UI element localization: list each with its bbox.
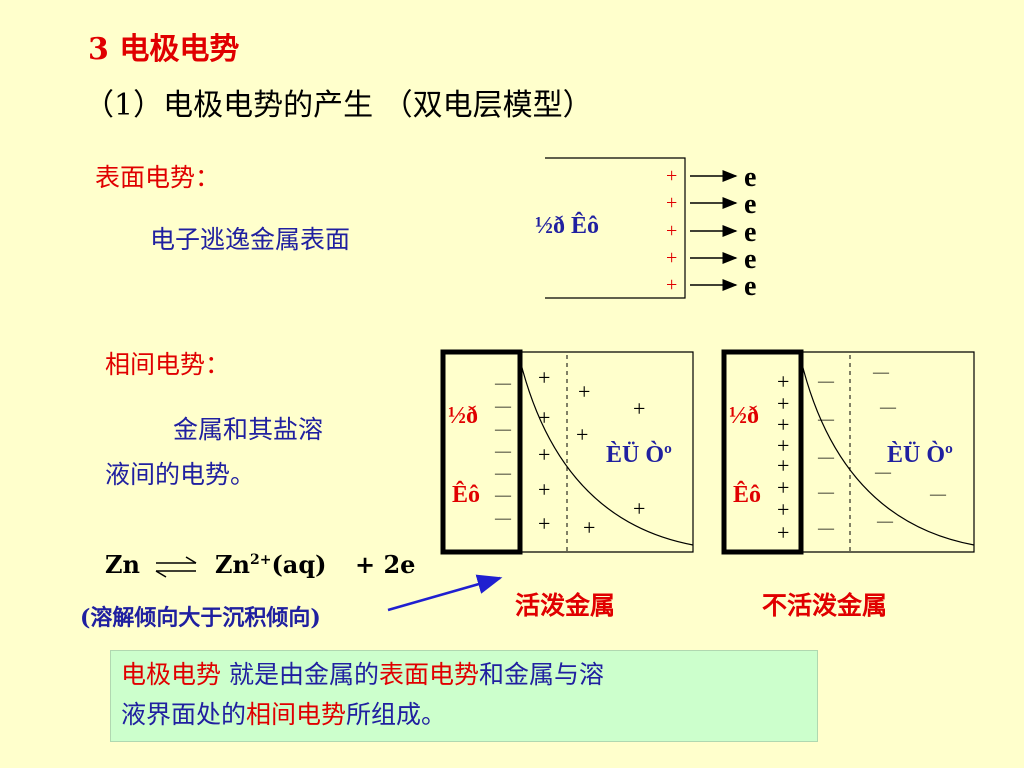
inactive-plus-sign: +	[777, 412, 789, 437]
inactive-minus-sign: —	[929, 486, 947, 503]
active-plus-sign: +	[538, 442, 550, 467]
inactive-plus-sign: +	[777, 475, 789, 500]
active-minus-sign: —	[494, 487, 512, 504]
active-minus-sign: —	[494, 465, 512, 482]
surface-plus-sign: +	[666, 192, 677, 214]
inactive-metal-label-bottom: Êô	[733, 481, 761, 508]
inactive-plus-sign: +	[777, 391, 789, 416]
equation-right: Zn2+(aq)	[215, 550, 327, 579]
active-plus-sign: +	[578, 379, 590, 404]
inactive-minus-sign: —	[817, 484, 835, 501]
surface-plus-sign: +	[666, 274, 677, 296]
surface-potential-desc: 电子逃逸金属表面	[150, 225, 351, 254]
active-solution-label: ÈÜ Òº	[606, 441, 672, 468]
surface-plus-sign: +	[666, 247, 677, 269]
equilibrium-arrow-icon	[155, 556, 197, 578]
page-title: 3 电极电势	[88, 32, 240, 67]
surface-metal-label: ½ð Êô	[535, 212, 599, 239]
equation-left: Zn	[105, 550, 140, 579]
summary-text-3: 液界面处的	[121, 700, 247, 729]
inactive-minus-sign: —	[874, 464, 892, 481]
active-metal-diagram: ½ð Êô ÈÜ Òº — — — — — — — + + + + + + + + + +	[440, 349, 694, 555]
active-plus-sign: +	[583, 515, 595, 540]
active-plus-sign: +	[538, 477, 550, 502]
summary-text-1: 就是由金属的	[221, 660, 379, 689]
inactive-minus-sign: —	[817, 373, 835, 390]
surface-plus-sign: +	[666, 220, 677, 242]
inactive-plus-sign: +	[777, 520, 789, 545]
active-metal-caption: 活泼金属	[515, 591, 616, 620]
inactive-metal-label-top: ½ð	[729, 403, 759, 429]
active-metal-label-bottom: Êô	[452, 481, 480, 508]
equation-charge: 2+	[249, 552, 272, 568]
summary-box: 电极电势 就是由金属的表面电势和金属与溶 液界面处的相间电势所组成。	[110, 650, 818, 742]
page-subtitle: （1）电极电势的产生 （双电层模型）	[84, 88, 593, 123]
summary-text-4: 所组成。	[346, 700, 447, 729]
active-plus-sign: +	[576, 422, 588, 447]
surface-plus-sign: +	[666, 165, 677, 187]
summary-text-2: 和金属与溶	[478, 660, 604, 689]
electron-symbol: e	[744, 271, 756, 302]
equation-note: (溶解倾向大于沉积倾向)	[80, 605, 321, 631]
inactive-plus-sign: +	[777, 433, 789, 458]
inactive-minus-sign: —	[817, 449, 835, 466]
pointer-arrow-icon	[387, 574, 503, 612]
active-minus-sign: —	[494, 443, 512, 460]
inactive-plus-sign: +	[777, 453, 789, 478]
summary-term-electrode-potential: 电极电势	[121, 660, 222, 689]
inactive-plus-sign: +	[777, 369, 789, 394]
electron-symbol: e	[744, 217, 756, 248]
active-minus-sign: —	[494, 375, 512, 392]
surface-potential-label: 表面电势：	[95, 163, 221, 192]
active-plus-sign: +	[633, 496, 645, 521]
active-plus-sign: +	[538, 365, 550, 390]
electron-symbol: e	[744, 244, 756, 275]
active-plus-sign: +	[633, 396, 645, 421]
summary-term-phase-potential: 相间电势	[246, 700, 347, 729]
inactive-solution-label: ÈÜ Òº	[887, 441, 953, 468]
electron-symbol: e	[744, 189, 756, 220]
active-plus-sign: +	[538, 405, 550, 430]
active-minus-sign: —	[494, 398, 512, 415]
electron-symbol: e	[744, 162, 756, 193]
equation-ion: Zn	[215, 550, 250, 579]
phase-potential-desc-line2: 液间的电势。	[105, 460, 256, 489]
inactive-minus-sign: —	[879, 399, 897, 416]
inactive-plus-sign: +	[777, 497, 789, 522]
inactive-metal-diagram: ½ð Êô ÈÜ Òº ++++++++——————————	[721, 349, 975, 555]
inactive-minus-sign: —	[817, 411, 835, 428]
surface-metal-diagram: ½ð Êô + e + e + e + e + e	[535, 157, 756, 302]
active-metal-label-top: ½ð	[448, 403, 478, 429]
phase-potential-desc-line1: 金属和其盐溶	[173, 415, 324, 444]
summary-term-surface-potential: 表面电势	[378, 660, 479, 689]
inactive-minus-sign: —	[876, 513, 894, 530]
inactive-metal-caption: 不活泼金属	[762, 591, 888, 620]
active-minus-sign: —	[494, 421, 512, 438]
active-minus-sign: —	[494, 510, 512, 527]
inactive-minus-sign: —	[817, 520, 835, 537]
equation-state: (aq)	[271, 550, 327, 579]
phase-potential-label: 相间电势：	[105, 350, 231, 379]
inactive-minus-sign: —	[872, 364, 890, 381]
equation-electrons: + 2e	[355, 550, 416, 579]
active-plus-sign: +	[538, 511, 550, 536]
